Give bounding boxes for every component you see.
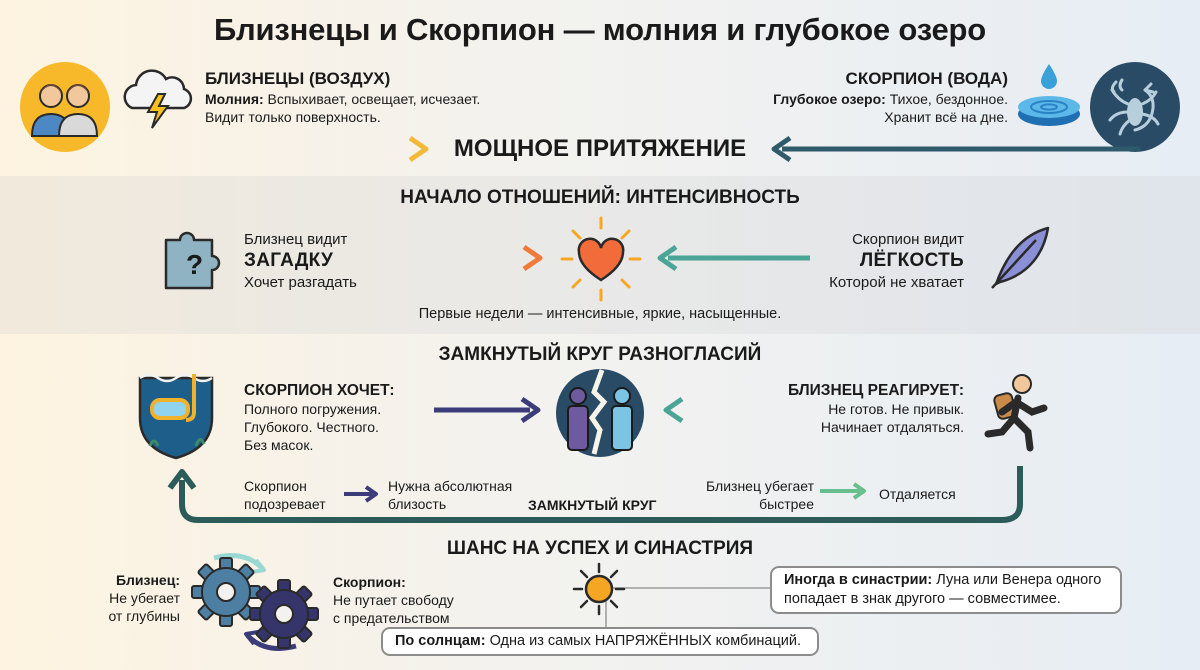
flow1-line2: подозревает [244,496,326,512]
gemini-reacts-line2: Начинает отдаляться. [820,419,964,435]
sun-sign-bold: По солнцам: [395,633,486,649]
attraction-label: МОЩНОЕ ПРИТЯЖЕНИЕ [453,135,747,162]
closed-loop-label: ЗАМКНУТЫЙ КРУГ [528,497,657,513]
flow-distances: Отдаляется [879,486,956,502]
scorpio-wants-text: СКОРПИОН ХОЧЕТ: Полного погружения. Глуб… [244,381,444,454]
gemini-reacts-heading: БЛИЗНЕЦ РЕАГИРУЕТ: [788,382,964,399]
scorpio-wants-line3: Без масок. [244,437,314,453]
scorpio-chance-line1: Не путает свободу [333,592,454,608]
svg-text:?: ? [186,249,203,280]
gemini-chance-line2: от глубины [108,608,180,624]
gemini-reacts-text: БЛИЗНЕЦ РЕАГИРУЕТ: Не готов. Не привык. … [748,381,964,436]
gemini-chance-line1: Не убегает [109,590,180,606]
closed-loop-arrow [167,466,1023,523]
heart-icon [560,216,642,302]
gemini-reacts-line1: Не готов. Не привык. [828,401,964,417]
page-title: Близнецы и Скорпион — молния и глубокое … [213,12,987,47]
scorpio-line1: Тихое, бездонное. [885,91,1008,107]
scorpio-chance-line2: с предательством [333,610,450,626]
gemini-heading: БЛИЗНЕЦЫ (ВОЗДУХ) [205,69,391,88]
flow-gemini-runs: Близнец убегает быстрее [660,477,814,513]
scorpio-wants-heading: СКОРПИОН ХОЧЕТ: [244,382,395,399]
scorpio-wants-line1: Полного погружения. [244,401,382,417]
scorpio-wants-line2: Глубокого. Честного. [244,419,379,435]
scorpio-heading: СКОРПИОН (ВОДА) [845,69,1008,88]
scorpion-icon [1090,62,1180,152]
scorpio-chance-text: Скорпион: Не путает свободу с предательс… [333,573,503,627]
scorpio-chance-bold: Скорпион: [333,574,406,590]
start-arrows [390,244,810,272]
sun-sign-callout: По солнцам: Одна из самых НАПРЯЖЁННЫХ ко… [381,627,819,656]
gemini-chance-text: Близнец: Не убегает от глубины [60,571,180,625]
scorpio-sees-text: Скорпион видит ЛЁГКОСТЬ Которой не хвата… [770,230,964,292]
lake-drop-icon [1018,64,1080,126]
scorpio-sees-line3: Которой не хватает [829,274,964,291]
scorpio-sees-line1: Скорпион видит [852,231,964,248]
puzzle-icon: ? [164,231,221,290]
gemini-sees-big: ЗАГАДКУ [244,250,334,271]
gemini-description: БЛИЗНЕЦЫ (ВОЗДУХ) Молния: Вспыхивает, ос… [205,68,565,126]
sun-sign-text: Одна из самых НАПРЯЖЁННЫХ комбинаций. [485,633,802,649]
sun-icon [572,562,626,616]
flow2-line2: близость [388,496,447,512]
gears-icon [191,553,319,651]
feather-icon [991,226,1050,289]
broken-relationship-icon [556,369,644,457]
gemini-chance-bold: Близнец: [115,572,180,588]
scorpio-sees-big: ЛЁГКОСТЬ [859,250,964,271]
flow2-line1: Нужна абсолютная [388,478,513,494]
flow-scorpio-suspects: Скорпион подозревает [244,477,354,513]
synastry-bold: Иногда в синастрии: [784,572,933,588]
scorpio-line1-bold: Глубокое озеро: [773,91,886,107]
twins-icon [20,62,110,152]
gemini-sees-line3: Хочет разгадать [244,274,357,291]
gemini-sees-text: Близнец видит ЗАГАДКУ Хочет разгадать [244,230,404,292]
diving-mask-icon [138,373,214,460]
flow3-line2: быстрее [759,496,814,512]
synastry-line1: Луна или Венера одного [932,572,1102,588]
scorpio-description: СКОРПИОН (ВОДА) Глубокое озеро: Тихое, б… [700,68,1008,126]
synastry-callout: Иногда в синастрии: Луна или Венера одно… [770,566,1122,614]
chance-section-title: ШАНС НА УСПЕХ И СИНАСТРИЯ [446,538,754,559]
cycle-section-title: ЗАМКНУТЫЙ КРУГ РАЗНОГЛАСИЙ [438,344,762,365]
flow3-line1: Близнец убегает [706,478,814,494]
cycle-arrows [434,396,764,424]
gemini-line2: Видит только поверхность. [205,109,381,125]
flow1-line1: Скорпион [244,478,307,494]
cloud-lightning-icon [123,69,193,129]
gemini-line1-bold: Молния: [205,91,264,107]
gemini-sees-line1: Близнец видит [244,231,348,248]
gemini-line1: Вспыхивает, освещает, исчезает. [263,91,481,107]
attraction-arrows [64,135,1140,163]
flow-absolute-closeness: Нужна абсолютная близость [388,477,548,513]
start-caption: Первые недели — интенсивные, яркие, насы… [418,306,782,322]
synastry-line2: попадает в знак другого — совместимее. [784,591,1061,607]
scorpio-line2: Хранит всё на дне. [884,109,1008,125]
running-person-icon [984,374,1048,452]
start-section-title: НАЧАЛО ОТНОШЕНИЙ: ИНТЕНСИВНОСТЬ [400,187,800,208]
